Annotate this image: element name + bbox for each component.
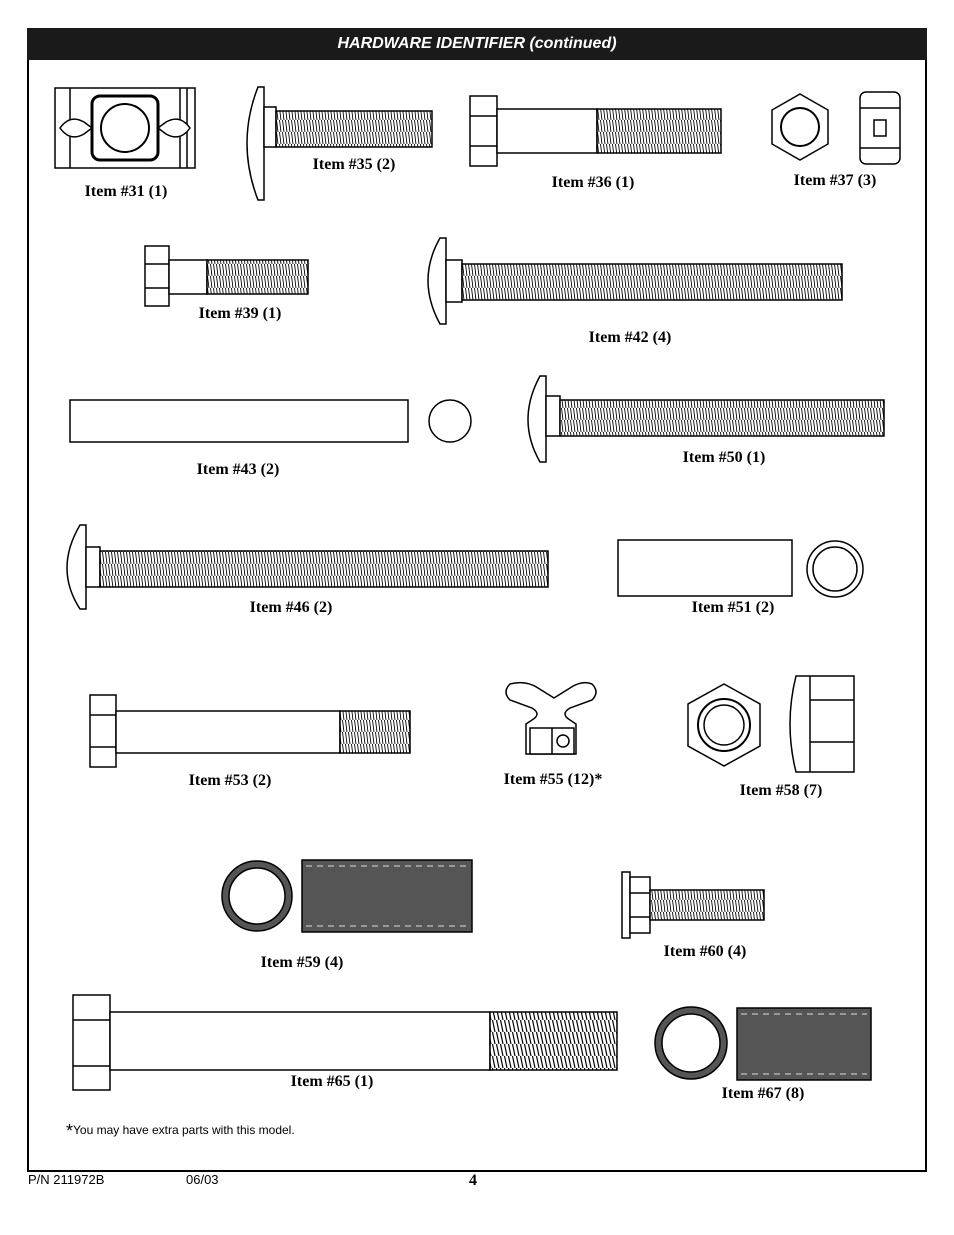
item-label: Item #35 (2)	[312, 156, 396, 173]
cage-nut-drawing	[54, 87, 196, 169]
hex-bolt-short-drawing	[144, 245, 309, 307]
hex-bolt-drawing	[469, 95, 722, 167]
page-number: 4	[469, 1172, 477, 1189]
carriage-bolt-drawing	[246, 86, 433, 201]
part-number: P/N 211972B	[28, 1172, 105, 1187]
carriage-bolt-46-drawing	[66, 524, 549, 610]
item-label: Item #43 (2)	[196, 461, 280, 478]
item-label: Item #67 (8)	[721, 1085, 805, 1102]
hex-nut-drawing	[771, 91, 901, 165]
page-title: HARDWARE IDENTIFIER (continued)	[27, 28, 927, 60]
item-label: Item #50 (1)	[682, 449, 766, 466]
lock-nut-drawing	[687, 675, 855, 773]
item-label: Item #59 (4)	[260, 954, 344, 971]
item-label: Item #65 (1)	[290, 1073, 374, 1090]
rod-drawing	[69, 399, 472, 443]
clip-nut-drawing	[505, 681, 597, 755]
extra-parts-note: *You may have extra parts with this mode…	[66, 1121, 295, 1142]
flange-bolt-drawing	[621, 871, 765, 939]
item-label: Item #39 (1)	[198, 305, 282, 322]
item-label: Item #51 (2)	[691, 599, 775, 616]
long-carriage-bolt-drawing	[427, 237, 843, 325]
large-hex-bolt-drawing	[72, 994, 618, 1091]
bushing-67-drawing	[654, 1006, 872, 1081]
item-label: Item #60 (4)	[663, 943, 747, 960]
item-label: Item #53 (2)	[188, 772, 272, 789]
carriage-bolt-50-drawing	[527, 375, 885, 463]
item-label: Item #36 (1)	[551, 174, 635, 191]
hex-bolt-53-drawing	[89, 694, 411, 768]
item-label: Item #37 (3)	[793, 172, 877, 189]
bushing-drawing	[221, 859, 473, 933]
note-text: You may have extra parts with this model…	[73, 1123, 295, 1137]
revision-date: 06/03	[186, 1172, 219, 1187]
item-label: Item #31 (1)	[84, 183, 168, 200]
note-asterisk: *	[66, 1121, 74, 1141]
item-label: Item #42 (4)	[588, 329, 672, 346]
item-label: Item #46 (2)	[249, 599, 333, 616]
item-label: Item #58 (7)	[739, 782, 823, 799]
spacer-drawing	[617, 539, 864, 598]
item-label: Item #55 (12)*	[503, 771, 603, 788]
